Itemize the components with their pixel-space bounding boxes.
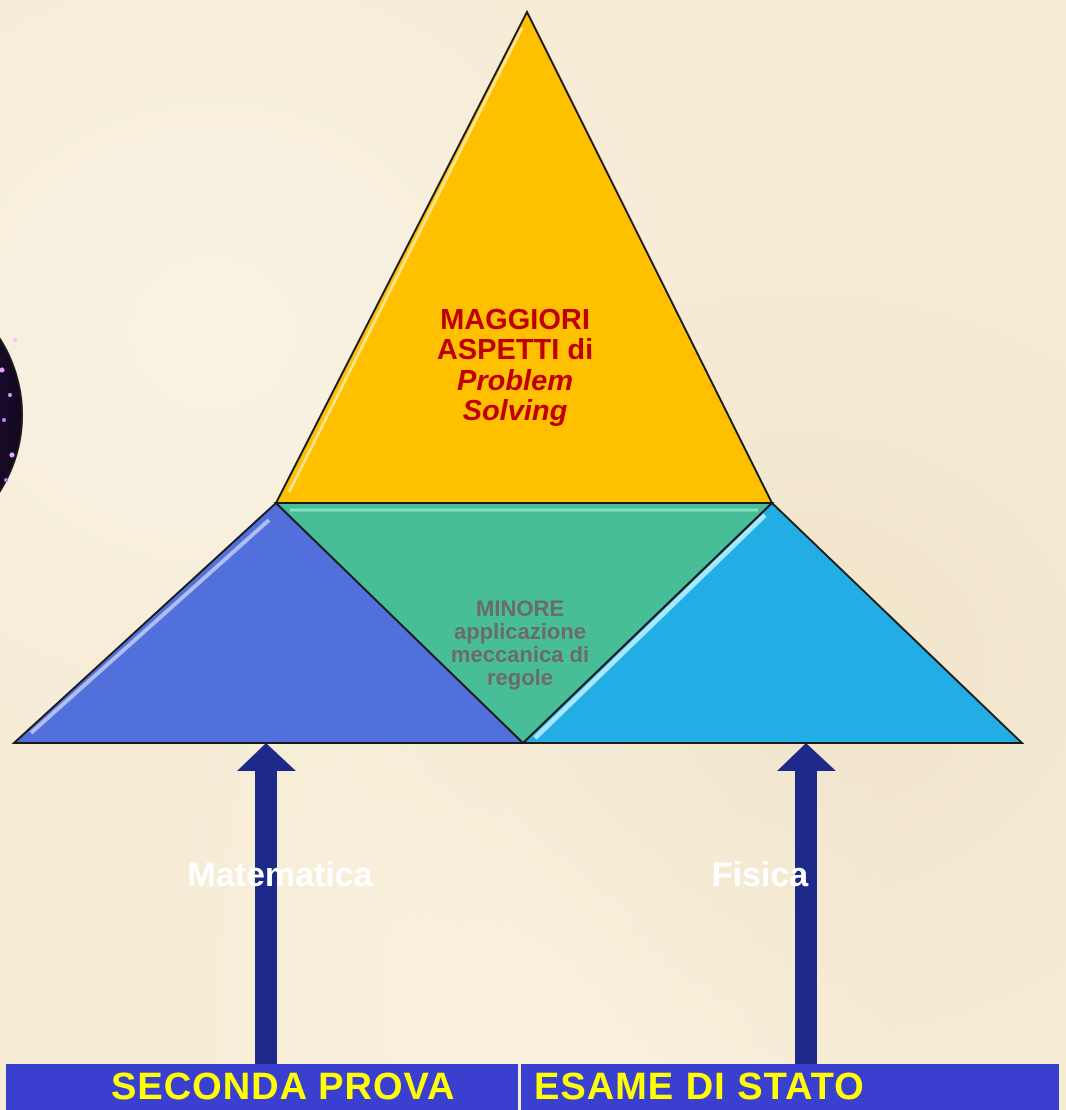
middle-line-2: applicazione (453, 619, 587, 645)
matematica-label: Matematica (187, 856, 373, 894)
banner-divider (518, 1064, 521, 1110)
banner-right-text: ESAME DI STATO (534, 1066, 865, 1108)
middle-triangle (273, 502, 775, 745)
top-triangle-label: MAGGIORI ASPETTI di Problem Solving (380, 305, 650, 427)
top-line-2: ASPETTI di (436, 334, 594, 367)
arrow-up-fisica-icon (777, 743, 836, 1064)
top-line-1: MAGGIORI (440, 304, 590, 336)
top-triangle (274, 9, 774, 504)
middle-line-3: meccanica di (450, 642, 590, 668)
banner-left-text: SECONDA PROVA (111, 1066, 456, 1108)
arrow-up-matematica-icon (237, 743, 296, 1064)
middle-line-4: regole (486, 665, 554, 691)
middle-triangle-label: MINORE applicazione meccanica di regole (400, 597, 640, 689)
exam-banner: SECONDA PROVA ESAME DI STATO (6, 1064, 1059, 1110)
fisica-label: Fisica (711, 856, 809, 894)
top-line-3: Problem (456, 364, 574, 397)
top-line-4: Solving (462, 395, 568, 428)
side-photo-icon (0, 337, 23, 493)
middle-line-1: MINORE (476, 596, 564, 621)
